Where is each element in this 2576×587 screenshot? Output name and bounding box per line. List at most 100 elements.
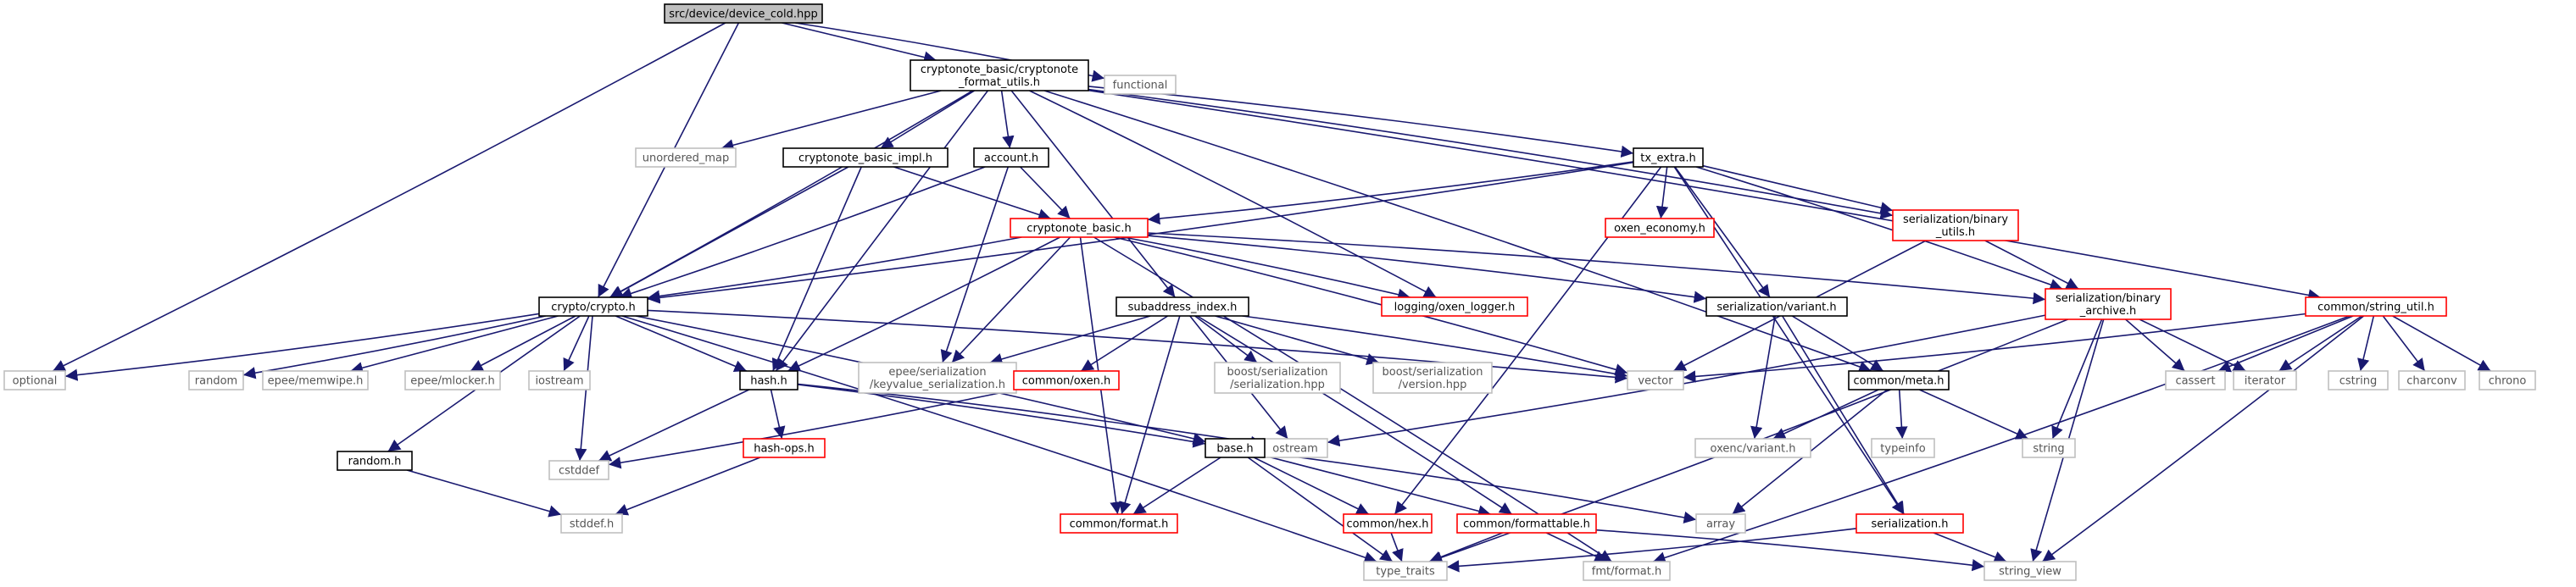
edge-string_util-to-iterator (2278, 315, 2362, 372)
edge-txextra-to-oxen_economy (1655, 166, 1669, 219)
node-serialization[interactable]: serialization.h (1855, 513, 1964, 534)
edge-string_util-to-charconv (2382, 315, 2426, 372)
edge-subaddr-to-common_oxen (1080, 315, 1169, 372)
node-label: common/hex.h (1346, 518, 1428, 531)
node-string_view: string_view (1983, 561, 2077, 581)
node-common_format[interactable]: common/format.h (1060, 513, 1178, 534)
node-label: epee/memwipe.h (268, 375, 364, 388)
edge-string_util-to-cstring (2357, 315, 2375, 372)
node-account[interactable]: account.h (973, 147, 1049, 168)
node-label: serialization.h (1872, 518, 1949, 531)
node-box (2328, 370, 2389, 390)
node-root[interactable]: src/device/device_cold.hpp (664, 3, 823, 24)
node-label: typeinfo (1880, 443, 1925, 456)
edge-common_meta-to-string (1918, 389, 2029, 440)
node-ser_bin_utils[interactable]: serialization/binary_utils.h (1892, 209, 2019, 241)
node-box (1060, 513, 1178, 534)
node-common_hex[interactable]: common/hex.h (1343, 513, 1433, 534)
node-box (1456, 513, 1597, 534)
node-box (1116, 296, 1249, 317)
node-label: account.h (984, 152, 1038, 165)
edge-string_util-to-string_view (2041, 315, 2365, 562)
edge-ser_variant-to-serialization (1782, 315, 1905, 515)
node-hash_ops[interactable]: hash-ops.h (743, 438, 826, 458)
node-box (1855, 513, 1964, 534)
node-typeinfo: typeinfo (1871, 438, 1935, 458)
node-label: hash-ops.h (754, 443, 815, 456)
node-box (1214, 362, 1341, 394)
edge-account-to-crypto (619, 166, 986, 300)
node-memwipe: epee/memwipe.h (262, 370, 369, 390)
node-label: epee/serialization (888, 366, 986, 379)
node-box (1372, 362, 1493, 394)
edge-cb-to-kvser (951, 236, 1071, 363)
node-common_meta[interactable]: common/meta.h (1848, 370, 1950, 390)
node-string_util[interactable]: common/string_util.h (2305, 296, 2447, 317)
edge-txextra-to-ser_bin_archive (1695, 166, 2063, 291)
edge-cb-to-crypto (647, 236, 1022, 302)
node-box (858, 362, 1017, 394)
node-cbi[interactable]: cryptonote_basic_impl.h (782, 147, 949, 168)
node-label: fmt/format.h (1592, 566, 1661, 579)
node-box (739, 370, 798, 390)
node-label: random.h (348, 456, 402, 468)
edge-hash_ops-to-stddef (615, 457, 761, 516)
node-label: iterator (2245, 375, 2286, 388)
node-cb[interactable]: cryptonote_basic.h (1010, 218, 1149, 238)
edge-ser_bin_archive-to-ostream (1327, 314, 2046, 447)
edge-common_formattable-to-type_traits (1428, 532, 1504, 563)
edge-cfu-to-txextra (1088, 86, 1634, 158)
node-label: /version.hpp (1399, 379, 1467, 391)
node-box (1892, 209, 2019, 241)
node-label: src/device/device_cold.hpp (669, 8, 817, 21)
node-box (1343, 513, 1433, 534)
node-label: common/string_util.h (2317, 302, 2434, 314)
edge-common_hex-to-type_traits (1390, 532, 1404, 562)
node-logging[interactable]: logging/oxen_logger.h (1381, 296, 1528, 317)
edge-cfu-to-common_meta (1043, 90, 1872, 373)
node-subaddr[interactable]: subaddress_index.h (1116, 296, 1249, 317)
node-label: _format_utils.h (958, 76, 1040, 89)
node-cfu[interactable]: cryptonote_basic/cryptonote_format_utils… (910, 59, 1089, 91)
node-vector: vector (1627, 370, 1684, 390)
edge-txextra-to-ser_variant (1674, 166, 1771, 298)
node-hash[interactable]: hash.h (739, 370, 798, 390)
node-oxen_economy[interactable]: oxen_economy.h (1605, 218, 1715, 238)
edge-string_util-to-chrono (2392, 315, 2491, 372)
edge-base-to-array (1264, 451, 1697, 524)
edge-cb-to-fmt_format (1093, 236, 1612, 562)
node-label: common/formattable.h (1463, 518, 1590, 531)
node-ser_bin_archive[interactable]: serialization/binary_archive.h (2045, 288, 2172, 320)
edge-hash-to-hash_ops (770, 389, 786, 440)
node-functional: functional (1104, 75, 1177, 95)
edge-cbi-to-cb (893, 166, 1051, 221)
node-crypto[interactable]: crypto/crypto.h (538, 296, 648, 317)
node-label: hash.h (750, 375, 787, 388)
node-base[interactable]: base.h (1205, 438, 1266, 458)
node-kvser: epee/serialization/keyvalue_serializatio… (858, 362, 1017, 394)
node-box (1205, 438, 1266, 458)
edge-cb-to-ser_variant (1147, 235, 1707, 303)
node-txextra[interactable]: tx_extra.h (1633, 147, 1704, 168)
node-label: iostream (535, 375, 583, 388)
node-label: serialization/binary (2056, 292, 2161, 305)
node-random_h[interactable]: random.h (337, 451, 413, 471)
node-label: oxen_economy.h (1614, 223, 1705, 235)
edge-txextra-to-ser_bin_utils (1702, 164, 1894, 214)
edge-random_h-to-stddef (406, 469, 562, 518)
node-common_formattable[interactable]: common/formattable.h (1456, 513, 1597, 534)
node-label: serialization/binary (1903, 213, 2008, 226)
node-label: subaddress_index.h (1128, 302, 1238, 314)
edge-serialization-to-string_view (1933, 532, 2007, 563)
edge-string_util-to-fmt_format (1652, 315, 2351, 564)
edge-ser_variant-to-common_meta (1791, 315, 1884, 372)
node-box (2398, 370, 2466, 390)
node-boost_ver: boost/serialization/version.hpp (1372, 362, 1493, 394)
node-common_oxen[interactable]: common/oxen.h (1013, 370, 1120, 390)
node-box (548, 460, 609, 480)
node-ser_variant[interactable]: serialization/variant.h (1705, 296, 1848, 317)
node-fmt_format: fmt/format.h (1583, 561, 1671, 581)
node-label: chrono (2489, 375, 2527, 388)
node-charconv: charconv (2398, 370, 2466, 390)
